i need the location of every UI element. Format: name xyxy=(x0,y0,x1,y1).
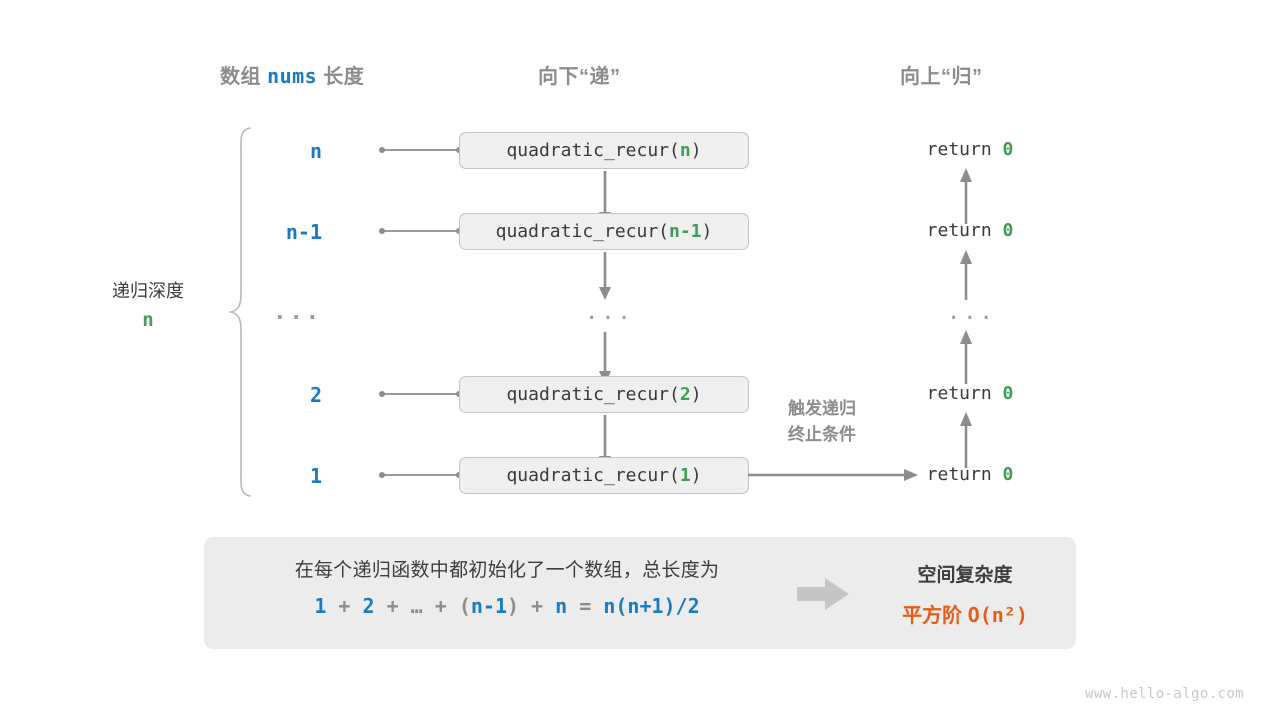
return-keyword-row-1: return xyxy=(926,139,1003,160)
column-header-array-length: 数组 nums 长度 xyxy=(220,60,364,89)
summary-description: 在每个递归函数中都初始化了一个数组，总长度为 xyxy=(294,560,720,581)
formula-token-5: + xyxy=(422,594,459,618)
ascend-arrow-4-to-ellipsis xyxy=(960,330,972,384)
summary-left-block: 在每个递归函数中都初始化了一个数组，总长度为 1 + 2 + … + (n-1)… xyxy=(232,555,782,618)
call-arg-row-2: n-1 xyxy=(669,221,702,242)
column-header-ascend: 向上“归” xyxy=(900,66,983,88)
terminate-condition-note: 触发递归 终止条件 xyxy=(760,396,884,449)
ascend-arrow-ellipsis-to-2 xyxy=(960,250,972,300)
return-value-row-2: 0 xyxy=(1002,220,1014,241)
return-keyword-row-2: return xyxy=(926,220,1003,241)
return-value-row-5: 0 xyxy=(1002,464,1014,485)
complexity-prefix: 平方阶 xyxy=(902,605,968,627)
complexity-value: 平方阶 O(n²) xyxy=(860,599,1070,628)
recursion-depth-text: 递归深度 xyxy=(112,281,184,301)
ascend-arrow-5-to-4 xyxy=(960,412,972,468)
formula-token-10: n xyxy=(555,594,568,618)
return-value-row-4: 0 xyxy=(1002,383,1014,404)
formula-token-12: n(n+1)/2 xyxy=(603,594,700,618)
formula-token-4: … xyxy=(410,594,423,618)
depth-brace xyxy=(228,127,251,497)
column-header-descend: 向下“递” xyxy=(538,66,621,88)
call-suffix-row-5: ) xyxy=(690,465,702,486)
connector-row-5 xyxy=(379,472,462,478)
call-arg-row-1: n xyxy=(679,140,691,161)
formula-token-6: ( xyxy=(458,594,471,618)
terminate-arrow xyxy=(748,469,918,481)
connector-row-2 xyxy=(379,228,462,234)
formula-token-1: + xyxy=(326,594,363,618)
formula-token-3: + xyxy=(374,594,411,618)
call-arg-row-5: 1 xyxy=(679,465,691,486)
return-row-1: return 0 xyxy=(880,139,1060,160)
descend-arrow-2-to-ellipsis xyxy=(599,252,611,300)
depth-value-row-2: n-1 xyxy=(285,220,322,244)
depth-value-row-4: 2 xyxy=(309,383,322,407)
formula-token-11: = xyxy=(567,594,604,618)
return-row-4: return 0 xyxy=(880,383,1060,404)
complexity-big-o: O(n²) xyxy=(967,603,1028,627)
return-row-5: return 0 xyxy=(880,464,1060,485)
header-left-prefix: 数组 xyxy=(220,66,268,88)
formula-token-7: n-1 xyxy=(470,594,507,618)
call-suffix-row-1: ) xyxy=(690,140,702,161)
depth-value-row-1: n xyxy=(309,139,322,163)
depth-value-row-ellipsis: ... xyxy=(273,300,322,325)
return-keyword-row-5: return xyxy=(926,464,1003,485)
call-suffix-row-4: ) xyxy=(690,384,702,405)
terminate-note-line-1: 触发递归 xyxy=(788,399,856,418)
watermark: www.hello-algo.com xyxy=(1085,686,1244,702)
formula-token-8: ) xyxy=(507,594,520,618)
formula-token-9: + xyxy=(519,594,556,618)
call-box-row-5[interactable]: quadratic_recur(1) xyxy=(459,457,749,494)
ascend-arrow-2-to-1 xyxy=(960,168,972,224)
summary-right-block: 空间复杂度 平方阶 O(n²) xyxy=(860,560,1070,628)
call-box-row-2[interactable]: quadratic_recur(n-1) xyxy=(459,213,749,250)
return-keyword-row-4: return xyxy=(926,383,1003,404)
summary-panel xyxy=(204,537,1076,649)
formula-token-2: 2 xyxy=(362,594,375,618)
summary-formula: 1 + 2 + … + (n-1) + n = n(n+1)/2 xyxy=(232,594,782,618)
call-suffix-row-2: ) xyxy=(701,221,713,242)
complexity-title: 空间复杂度 xyxy=(917,565,1013,586)
call-box-row-4[interactable]: quadratic_recur(2) xyxy=(459,376,749,413)
call-prefix-row-1: quadratic_recur( xyxy=(506,140,680,161)
return-row-ellipsis: ... xyxy=(947,300,996,325)
recursion-depth-label: 递归深度 n xyxy=(88,278,208,335)
connector-row-4 xyxy=(379,391,462,397)
call-prefix-row-2: quadratic_recur( xyxy=(495,221,670,242)
call-prefix-row-5: quadratic_recur( xyxy=(506,465,680,486)
recursion-depth-value: n xyxy=(142,308,154,331)
call-arg-row-4: 2 xyxy=(679,384,691,405)
connector-row-1 xyxy=(379,147,462,153)
terminate-note-line-2: 终止条件 xyxy=(788,425,856,445)
header-left-suffix: 长度 xyxy=(317,66,365,88)
return-row-2: return 0 xyxy=(880,220,1060,241)
header-left-code: nums xyxy=(267,64,318,88)
call-prefix-row-4: quadratic_recur( xyxy=(506,384,680,405)
call-box-row-1[interactable]: quadratic_recur(n) xyxy=(459,132,749,169)
implies-arrow-icon xyxy=(797,578,849,610)
return-value-row-1: 0 xyxy=(1002,139,1014,160)
formula-token-0: 1 xyxy=(314,594,327,618)
depth-value-row-5: 1 xyxy=(309,464,322,488)
call-box-row-ellipsis: ... xyxy=(585,300,634,325)
